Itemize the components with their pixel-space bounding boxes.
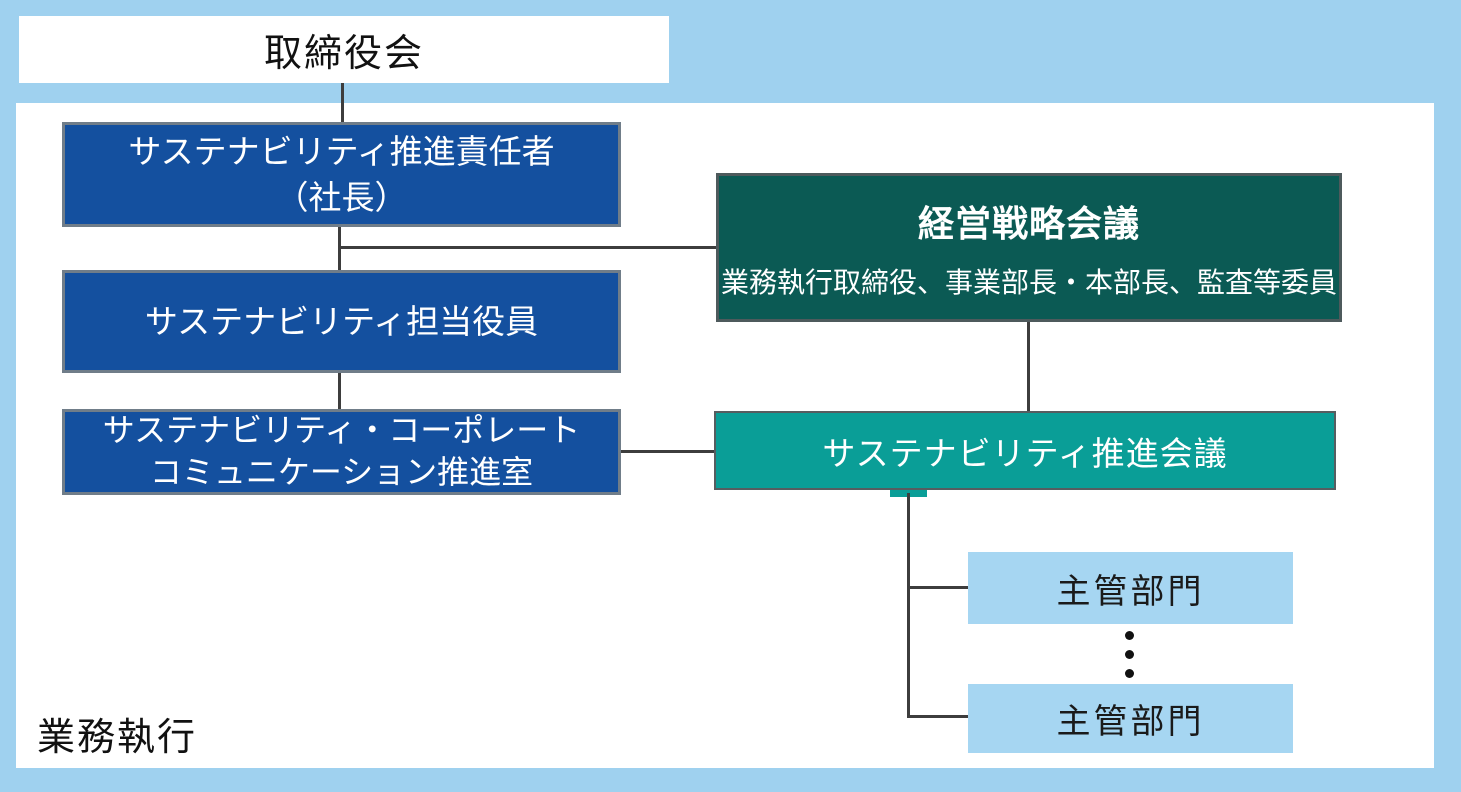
department-1-label: 主管部門 <box>1056 572 1205 611</box>
promo-box-notch <box>890 488 927 497</box>
connector-to-department-2 <box>907 715 968 718</box>
connector-to-department-1 <box>907 586 968 589</box>
department-2-label: 主管部門 <box>1056 703 1205 741</box>
connector-promo-to-departments <box>907 493 910 718</box>
connector-office-to-promo <box>618 450 716 453</box>
vertical-ellipsis-icon <box>1121 631 1137 688</box>
board-of-directors-box: 取締役会 <box>19 16 669 83</box>
management-strategy-meeting-members: 業務執行取締役、事業部長・本部長、監査等委員 <box>720 266 1337 298</box>
sustainability-officer-box: サステナビリティ担当役員 <box>62 270 621 373</box>
business-execution-label: 業務執行 <box>37 717 198 759</box>
connector-officer-to-office <box>338 373 341 409</box>
sustainability-promotion-meeting-box: サステナビリティ推進会議 <box>714 411 1336 490</box>
board-of-directors-label: 取締役会 <box>263 33 424 75</box>
sustainability-office-line1: サステナビリティ・コーポレート <box>102 412 581 449</box>
department-box-2: 主管部門 <box>968 684 1293 753</box>
sustainability-officer-label: サステナビリティ担当役員 <box>144 302 539 340</box>
department-box-1: 主管部門 <box>968 552 1293 624</box>
sustainability-lead-box: サステナビリティ推進責任者 （社長） <box>62 122 621 227</box>
sustainability-office-box: サステナビリティ・コーポレート コミュニケーション推進室 <box>62 409 621 495</box>
connector-lead-to-strategy <box>338 246 718 249</box>
connector-board-to-lead <box>341 83 344 122</box>
sustainability-office-line2: コミュニケーション推進室 <box>149 454 534 490</box>
management-strategy-meeting-box: 経営戦略会議 業務執行取締役、事業部長・本部長、監査等委員 <box>716 173 1342 322</box>
sustainability-lead-line2: （社長） <box>275 178 408 216</box>
connector-strategy-to-promo <box>1027 316 1030 411</box>
sustainability-promotion-meeting-label: サステナビリティ推進会議 <box>822 434 1228 472</box>
management-strategy-meeting-title: 経営戦略会議 <box>917 202 1140 244</box>
sustainability-lead-line1: サステナビリティ推進責任者 <box>128 132 555 170</box>
